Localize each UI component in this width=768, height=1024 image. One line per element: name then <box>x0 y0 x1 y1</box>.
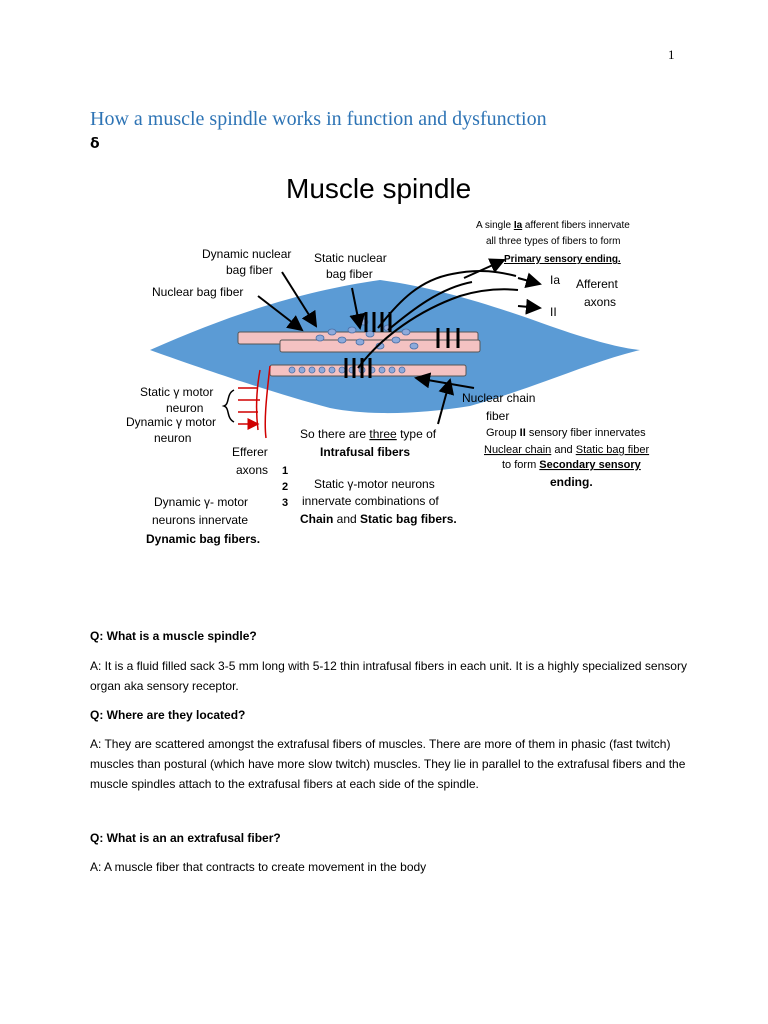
static-motor-line-1: Static γ-motor neurons <box>314 477 435 491</box>
muscle-spindle-figure: Muscle spindle <box>120 160 680 560</box>
answer-3: A: A muscle fiber that contracts to crea… <box>90 857 710 877</box>
num-2: 2 <box>282 481 288 493</box>
answer-2: A: They are scattered amongst the extraf… <box>90 734 710 794</box>
ia-note-line-2: all three types of fibers to form <box>486 236 621 247</box>
figure-title: Muscle spindle <box>286 173 471 204</box>
dynamic-nuclear-label: Dynamic nuclear bag fiber <box>202 247 295 277</box>
group2-line-3: to form Secondary sensory <box>502 459 642 471</box>
group2-line-4: ending. <box>550 475 593 489</box>
static-motor-line-3: Chain and Static bag fibers. <box>300 512 457 526</box>
static-dynamic-brace <box>224 390 234 422</box>
question-1: Q: What is a muscle spindle? <box>90 626 710 646</box>
static-motor-line-2: innervate combinations of <box>302 494 439 508</box>
document-title: How a muscle spindle works in function a… <box>90 108 547 131</box>
ia-label: Ia <box>550 273 560 287</box>
question-3: Q: What is an an extrafusal fiber? <box>90 828 710 848</box>
muscle-spindle-diagram: Muscle spindle <box>120 160 680 560</box>
axons-right-label: axons <box>584 295 616 309</box>
ii-label: II <box>550 305 557 319</box>
group2-line-1: Group II sensory fiber innervates <box>486 427 646 439</box>
answer-1: A: It is a fluid filled sack 3-5 mm long… <box>90 656 710 696</box>
dynamic-motor-line-2: neurons innervate <box>152 513 248 527</box>
dynamic-gamma-label: Dynamic γ motor neuron <box>126 415 219 445</box>
three-types-line: So there are three type of <box>300 427 437 441</box>
dynamic-motor-line-3: Dynamic bag fibers. <box>146 532 260 546</box>
ia-note-line-1: A single Ia afferent fibers innervate <box>476 220 630 231</box>
delta-symbol: δ <box>90 136 100 152</box>
dynamic-motor-line-1: Dynamic γ- motor <box>154 495 248 509</box>
nuclear-chain-label: Nuclear chain fiber <box>462 391 539 423</box>
num-1: 1 <box>282 465 288 477</box>
group2-line-2: Nuclear chain and Static bag fiber <box>484 444 649 456</box>
page-number: 1 <box>668 47 675 63</box>
nuclear-bag-label: Nuclear bag fiber <box>152 285 243 299</box>
ia-note-line-3: Primary sensory ending. <box>504 254 621 265</box>
afferent-label: Afferent <box>576 277 618 291</box>
intrafusal-fibers-label: Intrafusal fibers <box>320 445 410 459</box>
efferer-label: Efferer axons <box>232 445 271 477</box>
question-2: Q: Where are they located? <box>90 705 710 725</box>
static-gamma-label: Static γ motor neuron <box>140 385 217 415</box>
num-3: 3 <box>282 497 288 509</box>
static-nuclear-label: Static nuclear bag fiber <box>314 251 390 281</box>
